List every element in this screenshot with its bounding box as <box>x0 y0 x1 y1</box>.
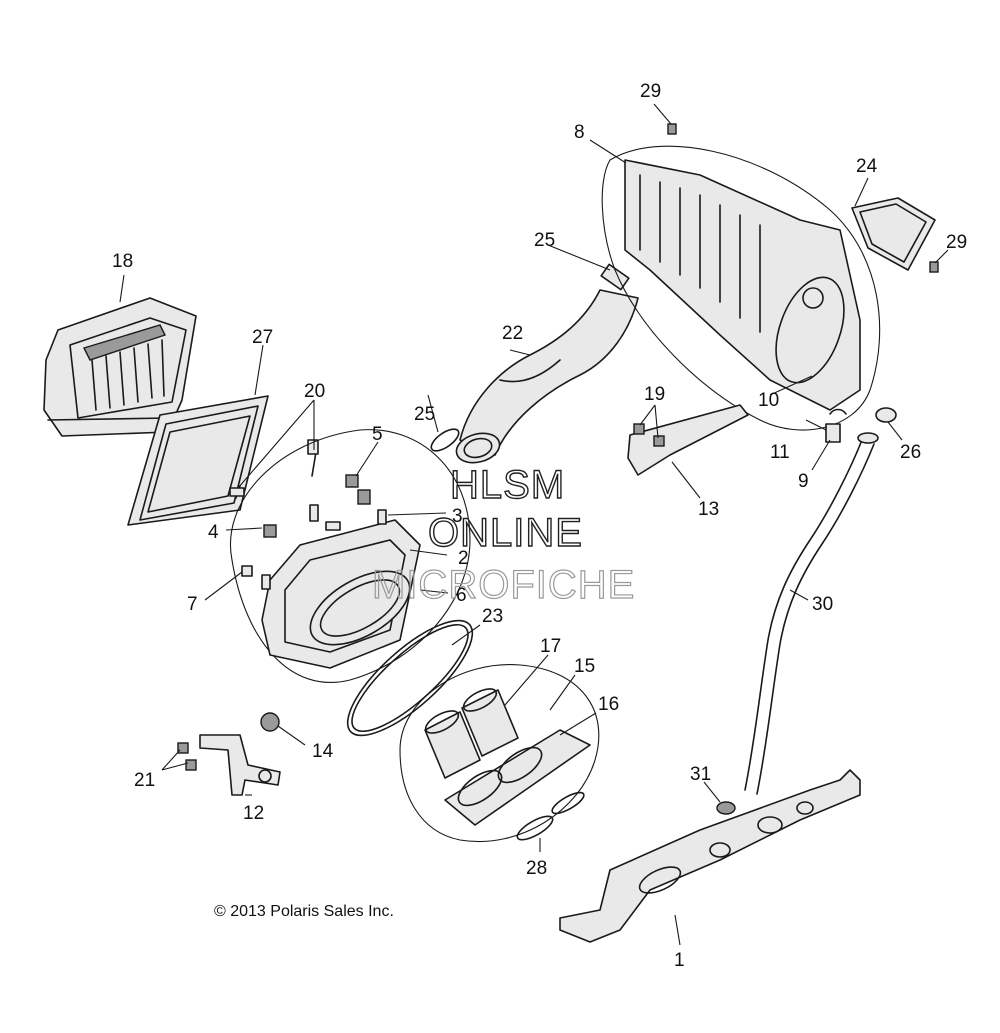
part-24-cover-plate[interactable] <box>851 197 936 271</box>
adapter-boot-group[interactable] <box>399 664 600 842</box>
part-31-grommet[interactable] <box>716 801 736 815</box>
callout-5: 5 <box>372 424 383 445</box>
callout-24: 24 <box>856 156 878 177</box>
callout-4: 4 <box>208 522 219 543</box>
callout-1: 1 <box>674 950 685 971</box>
callout-3: 3 <box>452 506 463 527</box>
callout-28: 28 <box>526 858 547 879</box>
intake-housing-group[interactable] <box>230 429 471 683</box>
callout-27: 27 <box>252 327 273 348</box>
callout-23: 23 <box>482 606 503 627</box>
callout-26: 26 <box>900 442 921 463</box>
callout-16: 16 <box>598 694 619 715</box>
part-1-mounting-plate[interactable] <box>559 769 861 943</box>
callout-labels: 1 2 3 4 5 6 7 8 9 10 11 12 13 14 15 16 1… <box>112 81 967 971</box>
watermark-line-2: ONLINE <box>428 511 583 555</box>
callout-11: 11 <box>770 442 790 463</box>
watermark-line-1: HLSM <box>450 463 565 507</box>
callout-14: 14 <box>312 741 334 762</box>
part-9-fitting[interactable] <box>825 408 847 443</box>
part-22-intake-duct[interactable] <box>453 289 639 467</box>
part-26-cap[interactable] <box>875 407 897 423</box>
callout-7: 7 <box>187 594 198 615</box>
part-18-airbox-cover[interactable] <box>43 297 197 437</box>
callout-22: 22 <box>502 323 523 344</box>
watermark-line-3: MICROFICHE <box>372 563 635 607</box>
part-30-drain-hose[interactable] <box>744 432 879 795</box>
callout-15: 15 <box>574 656 595 677</box>
callout-18: 18 <box>112 251 133 272</box>
callout-8: 8 <box>574 122 585 143</box>
part-28-clamps[interactable] <box>514 789 586 844</box>
callout-25-upper: 25 <box>534 230 555 251</box>
copyright-notice: © 2013 Polaris Sales Inc. <box>214 903 394 920</box>
callout-20: 20 <box>304 381 325 402</box>
callout-6: 6 <box>456 585 467 606</box>
callout-21: 21 <box>134 770 155 791</box>
callout-10: 10 <box>758 390 779 411</box>
callout-25-lower: 25 <box>414 404 435 425</box>
watermark: HLSM ONLINE MICROFICHE <box>371 462 635 607</box>
part-29-screws[interactable] <box>667 123 939 273</box>
callout-17: 17 <box>540 636 561 657</box>
callout-2: 2 <box>458 548 469 569</box>
part-13-bracket[interactable] <box>627 404 749 476</box>
callout-19: 19 <box>644 384 665 405</box>
callout-29-upper: 29 <box>640 81 661 102</box>
callout-30: 30 <box>812 594 833 615</box>
part-25-clamps[interactable] <box>428 263 630 455</box>
airbox-group[interactable] <box>601 145 881 431</box>
leader-lines <box>119 103 949 946</box>
part-20-bolt[interactable] <box>229 439 319 499</box>
callout-13: 13 <box>698 499 719 520</box>
callout-9: 9 <box>798 471 809 492</box>
callout-12: 12 <box>243 803 264 824</box>
callout-29-right: 29 <box>946 232 967 253</box>
part-12-bracket[interactable] <box>177 712 281 796</box>
callout-31: 31 <box>690 764 711 785</box>
